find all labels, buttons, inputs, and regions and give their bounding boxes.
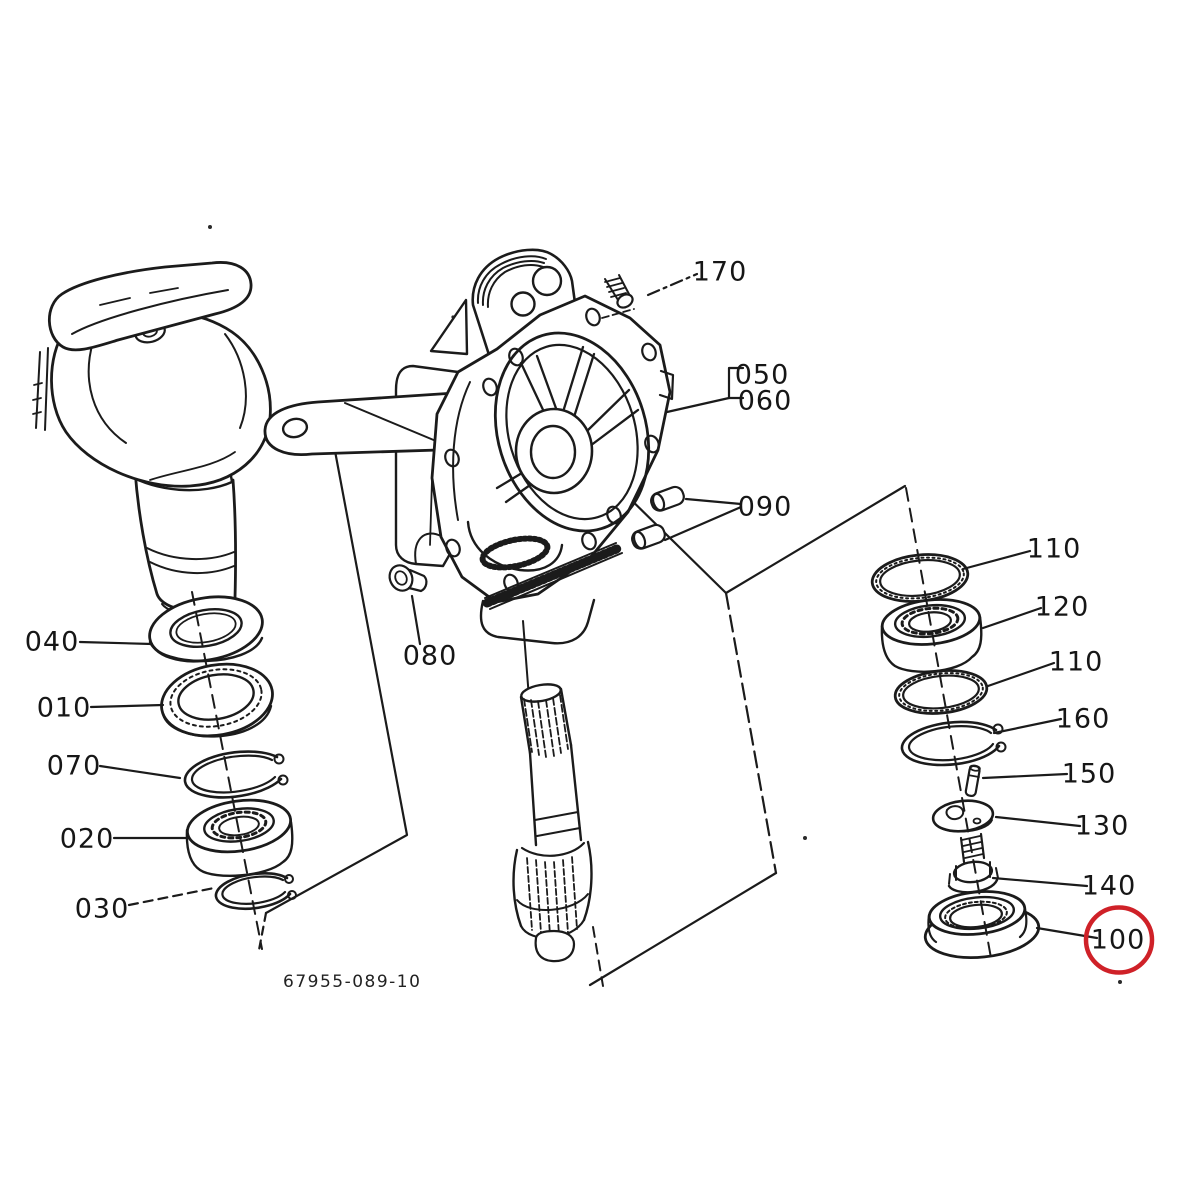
highlight-circle xyxy=(1083,905,1155,975)
plug-080 xyxy=(388,564,428,593)
part-160-snap-ring xyxy=(900,720,1007,767)
bevel-pinion-shaft xyxy=(512,683,593,963)
callout-160: 160 xyxy=(1055,703,1111,735)
bolt-170 xyxy=(604,274,634,309)
doc-number: 67955-089-10 xyxy=(283,972,422,992)
part-070-snap-ring xyxy=(183,750,289,799)
callout-130: 130 xyxy=(1074,810,1130,842)
part-010-bearing-ring xyxy=(160,662,274,738)
dowel-pins-090 xyxy=(631,485,685,550)
knuckle-artwork xyxy=(32,261,272,616)
callout-110-upper: 110 xyxy=(1026,533,1082,565)
callout-050: 050 xyxy=(734,359,790,391)
part-110-lower-shim xyxy=(893,669,989,715)
part-120-bearing xyxy=(880,598,983,673)
callout-070: 070 xyxy=(46,750,102,782)
part-030-snap-ring xyxy=(214,872,297,911)
part-150-pin xyxy=(964,764,981,798)
part-130-washer xyxy=(931,799,995,833)
case-web-spokes xyxy=(495,345,640,504)
callout-140: 140 xyxy=(1081,870,1137,902)
right-parts-stack xyxy=(870,553,1041,959)
callout-170: 170 xyxy=(692,256,748,288)
assembly-centerlines xyxy=(191,487,992,987)
callout-leaders xyxy=(78,272,1099,940)
flange-bolt-holes xyxy=(444,307,660,593)
callout-080: 080 xyxy=(402,640,458,672)
callout-110-lower: 110 xyxy=(1048,646,1104,678)
callout-150: 150 xyxy=(1061,758,1117,790)
callout-040: 040 xyxy=(24,626,80,658)
callout-100-highlighted: 100 xyxy=(1090,924,1146,956)
part-020-bearing xyxy=(185,798,294,878)
left-parts-stack xyxy=(148,595,297,911)
callout-060: 060 xyxy=(737,385,793,417)
callout-020: 020 xyxy=(59,823,115,855)
steering-arm xyxy=(263,390,472,456)
part-110-upper-shim xyxy=(870,553,970,603)
part-100-seal-cap xyxy=(923,890,1041,959)
callout-010: 010 xyxy=(36,692,92,724)
callout-090: 090 xyxy=(737,491,793,523)
callout-120: 120 xyxy=(1034,591,1090,623)
gear-case-artwork xyxy=(263,248,675,645)
callout-030: 030 xyxy=(74,893,130,925)
